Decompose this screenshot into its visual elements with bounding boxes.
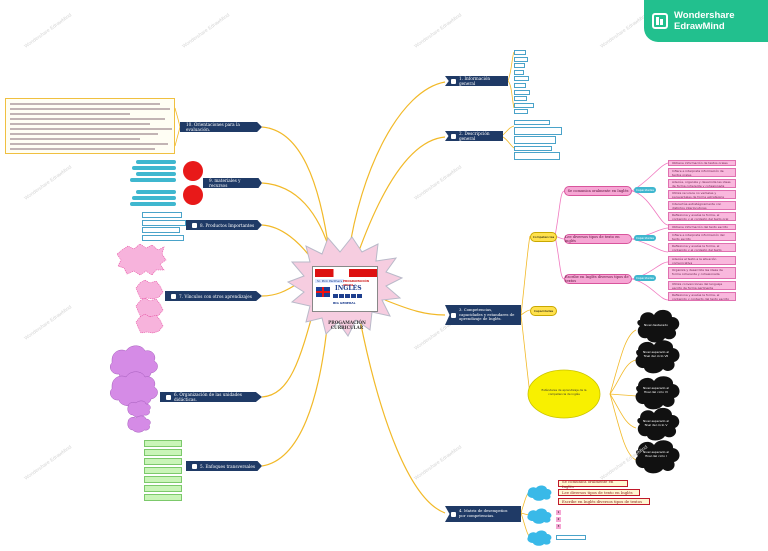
branch-productos[interactable]: 8. Productos Importantes (186, 220, 262, 230)
capacidad-escribe-3: Utiliza convenciones del lenguaje escrit… (668, 281, 736, 290)
nivel-ciclo-vii: Nivel esperado al final del ciclo VII (642, 350, 670, 358)
tag-capacidades-lee: Capacidades (634, 235, 656, 241)
capacidad-oral-6: Reflexiona y evalúa la forma, el conteni… (668, 212, 736, 221)
materiales-items (130, 160, 176, 206)
flag-icon (451, 312, 456, 318)
capacidad-oral-4: Utiliza recursos no verbales y paraverba… (668, 190, 736, 199)
organizacion-clouds (110, 345, 158, 433)
matriz-num-2: 2 (556, 517, 561, 522)
capacidad-lee-2: Infiere e interpreta información del tex… (668, 232, 736, 241)
capacidad-oral-3: Adecúa, organiza y desarrolla las ideas … (668, 179, 736, 188)
nivel-ciclo-i: Nivel esperado al final del ciclo I (642, 450, 670, 458)
branch-enfoques[interactable]: 5. Enfoques transversales (186, 461, 262, 471)
capacidad-oral-2: Infiere e interpreta información de text… (668, 168, 736, 177)
matriz-extra-item (556, 535, 586, 540)
orientaciones-textbox (5, 98, 175, 154)
info-general-items (514, 50, 534, 116)
card-grade-boxes (333, 294, 363, 298)
capacidad-lee-3: Reflexiona y evalúa la forma, el conteni… (668, 243, 736, 252)
info-icon (451, 78, 456, 84)
capacidad-escribe-4: Reflexiona y evalúa la forma, el conteni… (668, 292, 736, 301)
edrawmind-logo-icon (652, 13, 668, 29)
matriz-item-escribe[interactable]: Escribe en Inglés diversos tipos de text… (558, 498, 650, 505)
materiales-red-circle-1 (183, 161, 203, 181)
descripcion-items (514, 120, 562, 161)
card-bottom: BIG GENERAL (333, 301, 356, 305)
matriz-num-3: 3 (556, 524, 561, 529)
folder-icon (166, 394, 171, 400)
link-icon (171, 293, 176, 299)
brand-badge[interactable]: Wondershare EdrawMind (644, 0, 768, 42)
capacidad-escribe-2: Organiza y desarrolla las ideas de forma… (668, 267, 736, 279)
card-program: PROGRAMACIÓN ANUAL (343, 279, 369, 287)
uk-flag-icon (316, 287, 330, 297)
vinculos-spikes (116, 243, 167, 334)
competencia-lee[interactable]: Lee diversos tipos de texto en inglés (564, 234, 632, 244)
enfoques-items (144, 440, 182, 501)
tag-capacidades[interactable]: Capacidades (530, 306, 557, 316)
branch-info-general[interactable]: 1. Información general (445, 76, 508, 86)
central-topic-card[interactable]: Sr. Pink Panthers PROGRAMACIÓN ANUAL ING… (312, 266, 378, 312)
nivel-clouds (635, 309, 680, 474)
card-header-strip (315, 269, 377, 277)
productos-items (142, 212, 186, 241)
nivel-destacado: Nivel destacado (643, 323, 669, 327)
central-title: PROGAMACIÓN CURRICULAR (328, 320, 366, 330)
card-subject: INGLÉS (335, 285, 362, 292)
tag-competencias[interactable]: Competencias (530, 232, 557, 242)
card-badge: Sr. Pink Panthers (315, 279, 345, 283)
table-icon (451, 511, 456, 517)
branch-organizacion[interactable]: 6. Organización de las unidades didáctic… (160, 392, 262, 402)
branch-matriz[interactable]: 4. Matriz de desempeños por competencias… (445, 506, 521, 522)
capacidad-escribe-1: Adecúa el texto a la situación comunicat… (668, 256, 736, 265)
capacidad-lee-1: Obtiene información del texto escrito (668, 224, 736, 230)
competencia-escribe[interactable]: Escribe en Inglés diversos tipos de text… (564, 274, 632, 284)
target-icon (192, 463, 197, 469)
matriz-clouds (527, 485, 552, 546)
tag-capacidades-oral: Capacidades (634, 187, 656, 193)
matriz-item-lee[interactable]: Lee diversos tipos de texto en Inglés (558, 489, 640, 496)
capacidad-oral-1: Obtiene información de textos orales (668, 160, 736, 166)
estandares-label: Estándares de aprendizaje de la competen… (541, 388, 587, 396)
nivel-ciclo-v: Nivel esperado al final del ciclo V (642, 419, 670, 427)
box-icon (192, 222, 197, 228)
nivel-ciclo-vi: Nivel esperado al final del ciclo VI (642, 386, 670, 394)
branch-descripcion[interactable]: 2. Descripción general (445, 131, 503, 141)
matriz-num-1: 1 (556, 510, 561, 515)
estandares-yellow-ellipse (527, 369, 601, 419)
materiales-red-circle-2 (183, 185, 203, 205)
brand-name-line1: Wondershare (674, 10, 735, 21)
matriz-item-oral[interactable]: Se comunica oralmente en Inglés (558, 479, 628, 489)
tag-capacidades-escribe: Capacidades (634, 275, 656, 281)
competencia-oral[interactable]: Se comunica oralmente en Inglés (564, 186, 632, 196)
branch-competencias[interactable]: 3. Competencias, capacidades y estandare… (445, 305, 521, 325)
document-icon (451, 133, 456, 139)
branch-orientaciones[interactable]: 10. Orientaciones para la evaluación. (180, 122, 262, 132)
branch-materiales[interactable]: 9. materiales y recursos (203, 178, 262, 188)
capacidad-oral-5: Interactúa estratégicamente con distinto… (668, 201, 736, 210)
branch-vinculos[interactable]: 7. Vínculos con otros aprendizajes (165, 291, 262, 301)
brand-name-line2: EdrawMind (674, 21, 725, 32)
